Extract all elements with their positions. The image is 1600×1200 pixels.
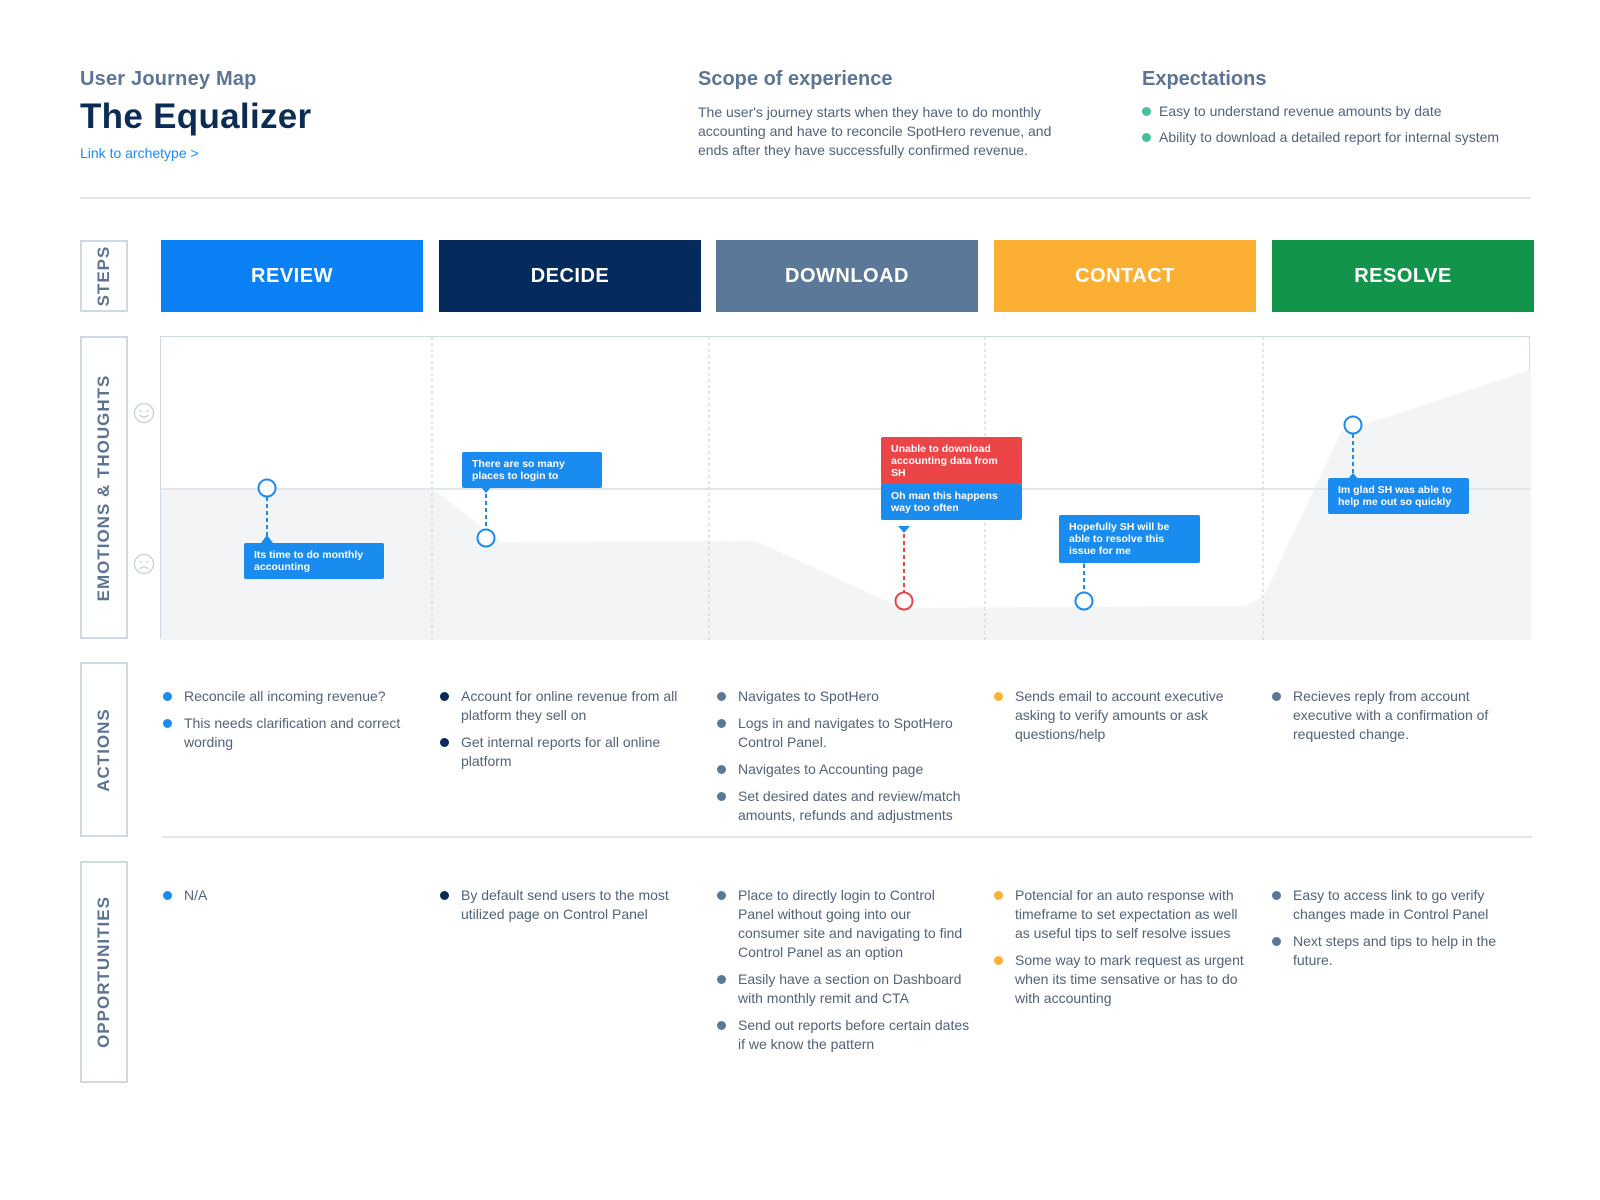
list-item: N/A (163, 886, 418, 905)
frown-icon (133, 553, 155, 575)
step-decide: DECIDE (439, 240, 701, 312)
list-item: Easily have a section on Dashboard with … (717, 970, 972, 1008)
actions-download: Navigates to SpotHero Logs in and naviga… (717, 687, 972, 833)
list-item: Send out reports before certain dates if… (717, 1016, 972, 1054)
thought-bubble: Unable to download accounting data from … (881, 437, 1022, 485)
list-item: Easy to access link to go verify changes… (1272, 886, 1527, 924)
row-label-steps: STEPS (80, 240, 128, 312)
opportunities-review: N/A (163, 886, 418, 913)
list-item: Sends email to account executive asking … (994, 687, 1249, 744)
bullet-dot-icon (163, 692, 172, 701)
row-label-actions: ACTIONS (80, 662, 128, 837)
bullet-dot-icon (994, 956, 1003, 965)
opportunities-download: Place to directly login to Control Panel… (717, 886, 972, 1062)
archetype-link[interactable]: Link to archetype > (80, 145, 199, 161)
expectation-item: Ability to download a detailed report fo… (1142, 124, 1542, 150)
bullet-dot-icon (717, 765, 726, 774)
bullet-dot-icon (163, 891, 172, 900)
bullet-dot-icon (163, 719, 172, 728)
header-divider (80, 197, 1530, 199)
opportunities-contact: Potencial for an auto response with time… (994, 886, 1249, 1016)
step-review: REVIEW (161, 240, 423, 312)
actions-decide: Account for online revenue from all plat… (440, 687, 695, 779)
map-type-label: User Journey Map (80, 68, 257, 90)
bullet-dot-icon (717, 719, 726, 728)
bullet-dot-icon (717, 692, 726, 701)
emotion-curve (161, 337, 1531, 640)
bullet-dot-icon (440, 692, 449, 701)
list-item: Set desired dates and review/match amoun… (717, 787, 972, 825)
bullet-dot-icon (717, 792, 726, 801)
row-label-emotions: EMOTIONS & THOUGHTS (80, 336, 128, 639)
page-title: The Equalizer (80, 97, 312, 136)
expectations-list: Easy to understand revenue amounts by da… (1142, 98, 1542, 150)
list-item: Next steps and tips to help in the futur… (1272, 932, 1527, 970)
list-item: Navigates to SpotHero (717, 687, 972, 706)
emotion-chart: Its time to do monthly accounting There … (160, 336, 1531, 640)
section-divider (162, 836, 1532, 838)
bullet-dot-icon (717, 1021, 726, 1030)
list-item: Logs in and navigates to SpotHero Contro… (717, 714, 972, 752)
actions-resolve: Recieves reply from account executive wi… (1272, 687, 1527, 752)
expectations-title: Expectations (1142, 68, 1267, 90)
smile-icon (133, 402, 155, 424)
list-item: Some way to mark request as urgent when … (994, 951, 1249, 1008)
list-item: Get internal reports for all online plat… (440, 733, 695, 771)
list-item: This needs clarification and correct wor… (163, 714, 418, 752)
thought-bubble: Oh man this happens way too often (881, 484, 1022, 520)
list-item: Potencial for an auto response with time… (994, 886, 1249, 943)
bullet-dot-icon (1272, 692, 1281, 701)
step-resolve: RESOLVE (1272, 240, 1534, 312)
thought-bubble: Im glad SH was able to help me out so qu… (1328, 478, 1469, 514)
step-download: DOWNLOAD (716, 240, 978, 312)
bullet-dot-icon (1272, 891, 1281, 900)
thought-bubble: Its time to do monthly accounting (244, 543, 384, 579)
bullet-dot-icon (717, 975, 726, 984)
row-label-opportunities: OPPORTUNITIES (80, 861, 128, 1083)
expectation-item: Easy to understand revenue amounts by da… (1142, 98, 1542, 124)
bullet-dot-icon (1272, 937, 1281, 946)
list-item: Recieves reply from account executive wi… (1272, 687, 1527, 744)
scope-title: Scope of experience (698, 68, 893, 90)
bullet-dot-icon (440, 738, 449, 747)
list-item: Reconcile all incoming revenue? (163, 687, 418, 706)
bullet-dot-icon (994, 891, 1003, 900)
scope-text: The user's journey starts when they have… (698, 104, 1052, 158)
bullet-dot-icon (1142, 106, 1151, 116)
actions-contact: Sends email to account executive asking … (994, 687, 1249, 752)
bullet-dot-icon (717, 891, 726, 900)
thought-bubble: Hopefully SH will be able to resolve thi… (1059, 515, 1200, 563)
bullet-dot-icon (994, 692, 1003, 701)
step-contact: CONTACT (994, 240, 1256, 312)
list-item: Navigates to Accounting page (717, 760, 972, 779)
actions-review: Reconcile all incoming revenue? This nee… (163, 687, 418, 760)
list-item: By default send users to the most utiliz… (440, 886, 695, 924)
thought-bubble: There are so many places to login to (462, 452, 602, 488)
bullet-dot-icon (1142, 132, 1151, 142)
list-item: Place to directly login to Control Panel… (717, 886, 972, 962)
opportunities-decide: By default send users to the most utiliz… (440, 886, 695, 932)
bullet-dot-icon (440, 891, 449, 900)
list-item: Account for online revenue from all plat… (440, 687, 695, 725)
opportunities-resolve: Easy to access link to go verify changes… (1272, 886, 1527, 978)
